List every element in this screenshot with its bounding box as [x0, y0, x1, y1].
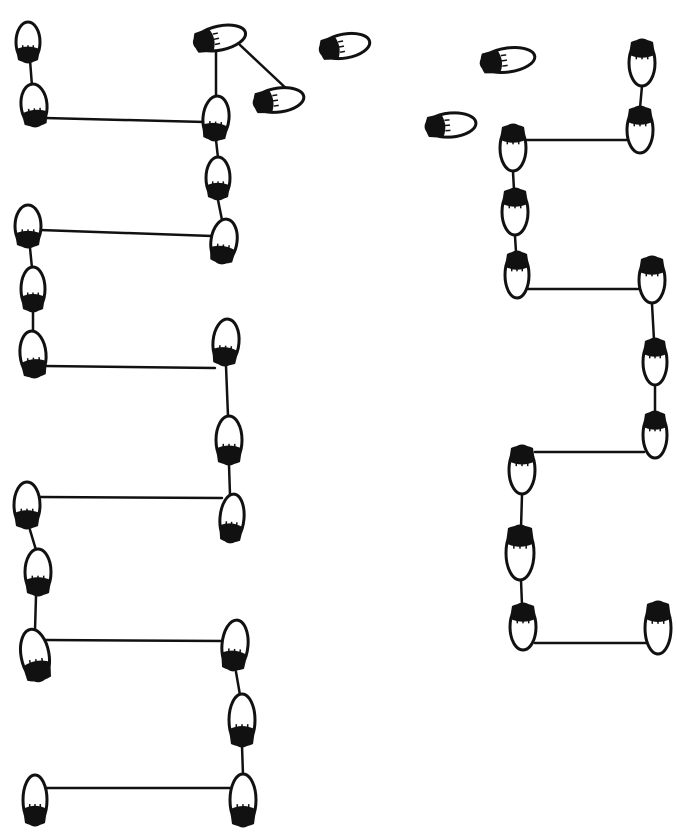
connector-line	[229, 465, 230, 495]
toe-line	[502, 60, 507, 61]
toe-smudge-icon	[506, 526, 534, 547]
footprint-icon	[19, 83, 49, 128]
footprint-icon	[509, 446, 535, 495]
toe-line	[272, 95, 277, 96]
toe-smudge-icon	[505, 252, 529, 270]
toe-line	[338, 41, 343, 42]
footprint-icon	[643, 412, 667, 459]
connector-line	[521, 495, 522, 528]
footprint-icon	[500, 125, 526, 172]
connector-line	[40, 497, 222, 498]
footprint-icon	[318, 30, 372, 62]
footprint-icon	[643, 339, 667, 386]
footprint-icon	[218, 493, 246, 543]
footprint-icon	[216, 416, 242, 465]
connector-line	[30, 248, 32, 268]
toe-line	[502, 65, 507, 66]
footprint-icon	[425, 111, 477, 139]
footprint-icon	[502, 189, 528, 236]
toe-smudge-icon	[230, 806, 256, 827]
toe-smudge-icon	[627, 107, 653, 125]
footprints	[14, 21, 671, 827]
footprint-icon	[252, 85, 305, 116]
toe-smudge-icon	[510, 604, 536, 622]
footprint-icon	[23, 775, 47, 826]
toe-smudge-icon	[21, 294, 45, 311]
connector-line	[242, 746, 243, 775]
toe-smudge-icon	[206, 183, 230, 200]
connector-line	[216, 140, 218, 158]
connector-line	[640, 86, 642, 108]
connector-line	[40, 230, 212, 236]
toe-line	[274, 105, 279, 106]
footprint-icon	[25, 549, 51, 596]
toe-smudge-icon	[629, 40, 655, 58]
footprint-icon	[230, 774, 256, 827]
toe-smudge-icon	[23, 806, 47, 826]
connector-lines	[30, 45, 655, 788]
footprint-icon	[479, 44, 536, 75]
toe-smudge-icon	[16, 47, 40, 63]
toe-line	[215, 43, 220, 44]
toe-smudge-icon	[509, 446, 535, 465]
footprint-icon	[201, 95, 231, 142]
connector-line	[515, 236, 516, 252]
toe-line	[42, 658, 43, 662]
footprint-icon	[206, 157, 230, 200]
toe-line	[340, 51, 345, 52]
toe-smudge-icon	[639, 257, 665, 275]
toe-line	[339, 46, 344, 47]
toe-smudge-icon	[643, 339, 667, 357]
connector-line	[652, 304, 654, 340]
footprint-icon	[629, 40, 655, 87]
connector-line	[45, 366, 215, 368]
toe-smudge-icon	[216, 446, 242, 465]
toe-smudge-icon	[14, 510, 40, 528]
toe-line	[30, 660, 31, 664]
toe-line	[214, 38, 219, 39]
connector-line	[35, 596, 36, 630]
footprint-icon	[220, 619, 250, 672]
footprint-icon	[18, 330, 48, 379]
footprint-icon	[505, 252, 529, 299]
footprint-icon	[506, 526, 534, 581]
footprint-icon	[645, 602, 671, 655]
toe-smudge-icon	[229, 726, 255, 747]
connector-line	[226, 366, 228, 416]
toe-line	[213, 33, 218, 34]
toe-smudge-icon	[500, 125, 526, 143]
footprint-icon	[14, 482, 40, 529]
connector-line	[521, 580, 522, 605]
footprint-icon	[15, 205, 41, 248]
footprint-icon	[21, 267, 45, 312]
connector-line	[240, 45, 290, 92]
connector-line	[30, 530, 36, 550]
footprint-icon	[208, 217, 240, 265]
toe-smudge-icon	[25, 577, 51, 595]
toe-smudge-icon	[645, 602, 671, 623]
connector-line	[236, 672, 240, 695]
connector-line	[45, 118, 205, 122]
toe-smudge-icon	[502, 189, 528, 207]
footprint-icon	[229, 694, 255, 747]
toe-smudge-icon	[15, 231, 41, 248]
footprint-icon	[16, 22, 40, 63]
footprint-icon	[211, 318, 241, 367]
connector-line	[30, 60, 32, 86]
toe-smudge-icon	[643, 412, 667, 430]
connector-line	[218, 200, 222, 220]
footprint-icon	[639, 257, 665, 304]
footprint-icon	[627, 107, 653, 154]
toe-line	[273, 100, 278, 101]
connector-line	[513, 172, 514, 190]
toe-line	[501, 55, 506, 56]
footprint-icon	[192, 21, 248, 55]
footprint-icon	[510, 604, 536, 651]
toe-line	[36, 659, 37, 663]
connector-line	[45, 640, 225, 641]
footprint-icon	[17, 627, 54, 684]
